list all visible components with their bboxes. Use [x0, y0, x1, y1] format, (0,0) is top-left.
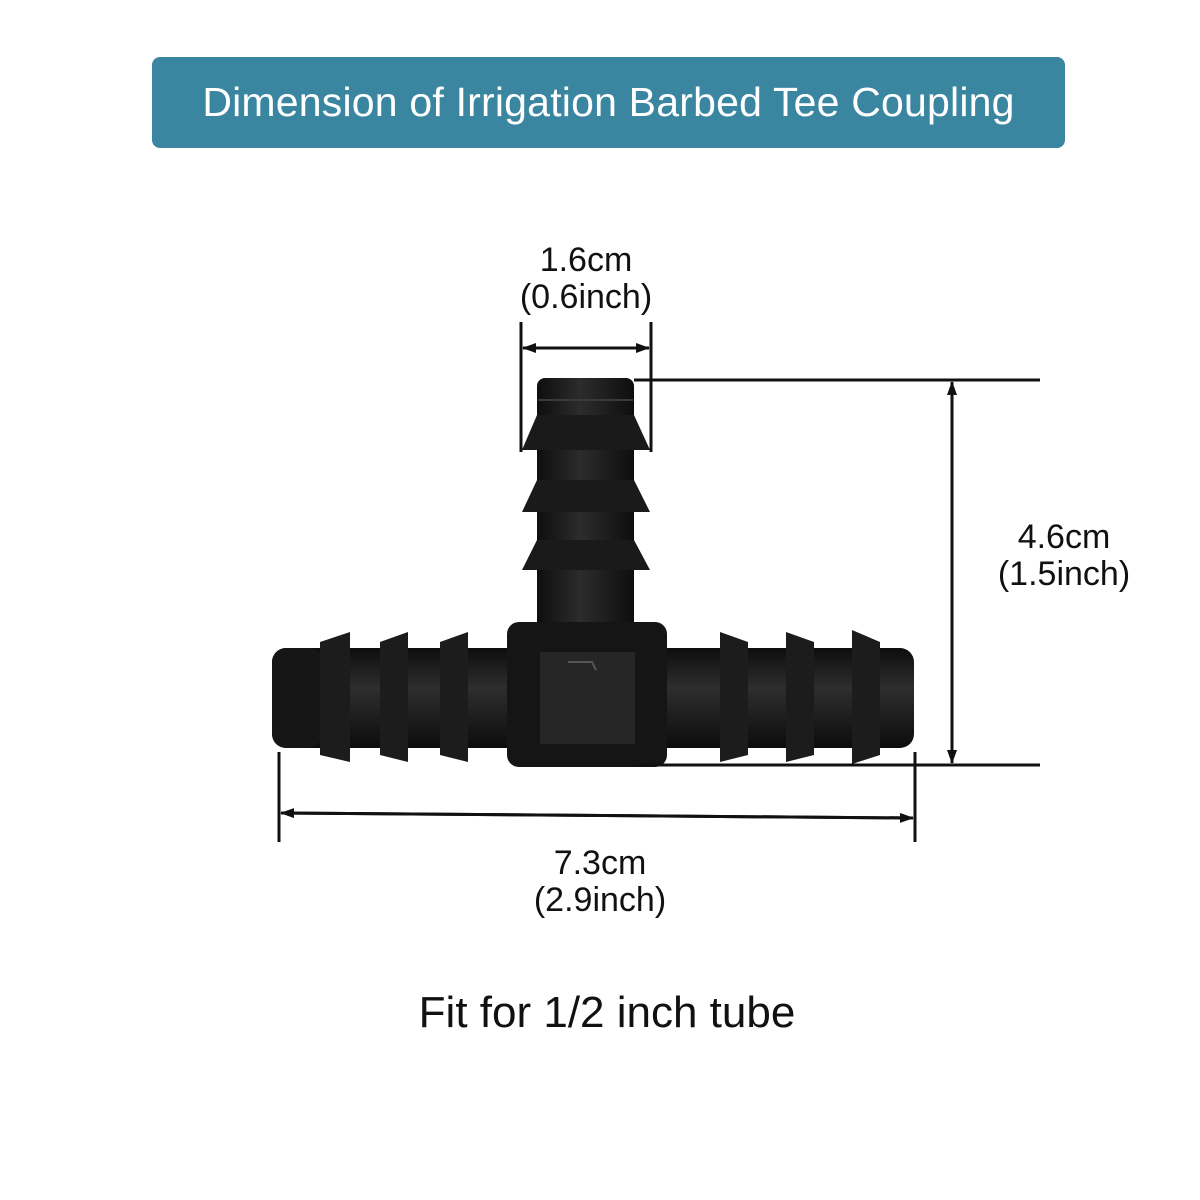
- length-label: 7.3cm (2.9inch): [500, 845, 700, 919]
- height-metric: 4.6cm: [1017, 518, 1111, 556]
- title-text: Dimension of Irrigation Barbed Tee Coupl…: [202, 79, 1015, 125]
- branch-width-imperial: (0.6inch): [519, 278, 653, 316]
- height-label: 4.6cm (1.5inch): [964, 519, 1164, 593]
- horizontal-body: [272, 622, 914, 767]
- title-banner: Dimension of Irrigation Barbed Tee Coupl…: [152, 57, 1065, 148]
- branch-width-metric: 1.6cm: [539, 241, 633, 279]
- length-dimension: [277, 752, 917, 842]
- length-metric: 7.3cm: [553, 844, 647, 882]
- height-dimension: [634, 378, 1040, 767]
- length-imperial: (2.9inch): [533, 881, 667, 919]
- height-imperial: (1.5inch): [997, 555, 1131, 593]
- branch-width-label: 1.6cm (0.6inch): [486, 242, 686, 316]
- caption: Fit for 1/2 inch tube: [418, 988, 796, 1037]
- branch-width-dimension: [519, 322, 653, 452]
- vertical-branch: [522, 378, 650, 648]
